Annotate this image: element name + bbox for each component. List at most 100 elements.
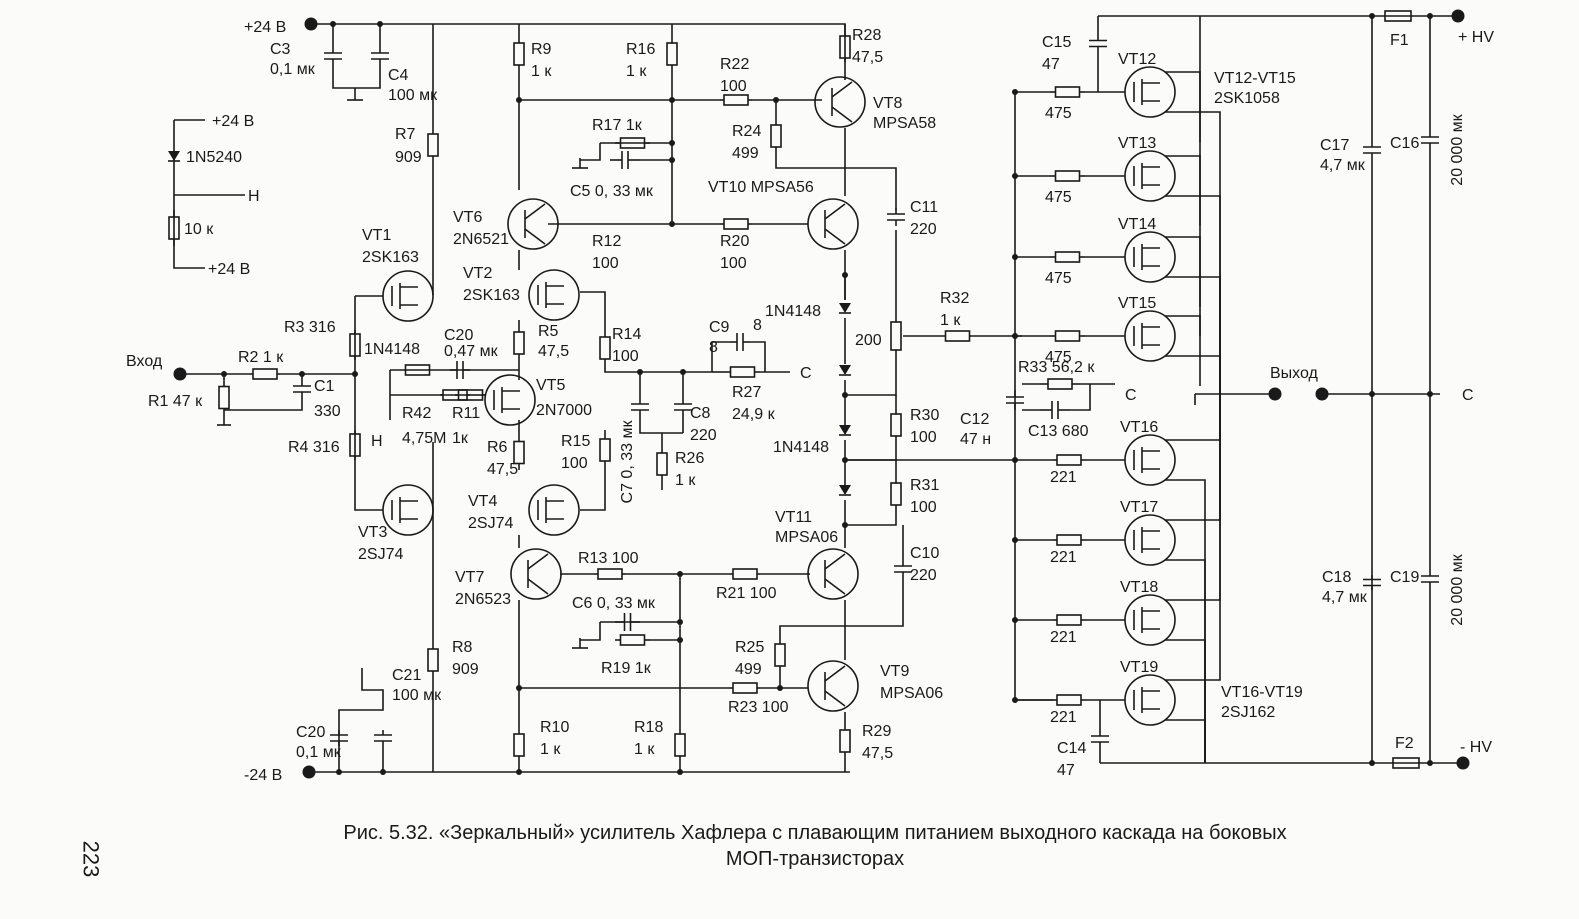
r18-label: R18 [634,719,663,736]
junction-dot [516,685,522,691]
vt11-label: VT11 [775,509,812,526]
f2-symbol [1392,757,1420,769]
f1-symbol [1384,10,1412,22]
d-1n5240-label: 1N5240 [186,149,242,166]
wire [1165,111,1221,394]
r22-label: R22 [720,56,749,73]
output-c-label: C [800,365,812,382]
transistor-emitter [524,228,546,245]
wire [580,143,601,161]
c19-label: C19 [1390,569,1419,586]
c9-label: C9 [709,319,730,336]
vt3-value: 2SJ74 [358,546,403,563]
vt16-19-value: 2SJ162 [1221,704,1275,721]
wire [1165,394,1221,601]
d-1n4148-bot-label: 1N4148 [773,439,829,456]
vt5-value: 2N7000 [536,402,592,419]
c21-value: 100 мк [392,687,442,704]
wire [580,622,601,641]
r23-symbol [732,682,758,694]
vt4-label: VT4 [468,493,497,510]
vt1-label: VT1 [362,227,391,244]
wire [845,510,897,526]
r21-symbol [732,568,758,580]
wire [1070,384,1091,411]
h-port-label: H [371,433,383,450]
r29-symbol [839,729,851,753]
gate-resistor-bottom-symbol [1056,454,1082,466]
r31-label: R31 [910,477,939,494]
output-label: Выход [1270,365,1319,382]
d-1n4148-in-label: 1N4148 [364,341,420,358]
r5-label: R5 [538,323,559,340]
r17-symbol [619,137,646,149]
r19-symbol [619,634,646,646]
c11-value: 220 [910,221,937,238]
r10-symbol [513,733,525,757]
junction-dot [1369,760,1375,766]
junction-dot [1012,254,1018,260]
vt9-symbol [807,660,859,712]
zener-bottom-label: +24 В [208,261,250,278]
junction-dot [1369,13,1375,19]
gate-resistor-bottom-symbol [1056,694,1082,706]
r10-label: R10 [540,719,569,736]
wire [1165,394,1221,521]
wire [1165,719,1206,763]
junction-dot [677,619,683,625]
wire [1165,394,1221,681]
r31-value: 100 [910,499,937,516]
r19-label: R19 1к [601,660,652,677]
r6-label: R6 [487,439,508,456]
junction-dot [1369,391,1375,397]
vt8-label: VT8 [873,95,902,112]
r14-value: 100 [612,348,639,365]
vt9-label: VT9 [880,663,909,680]
r27-value: 24,9 к [732,406,776,423]
r5-symbol [513,331,525,355]
junction-dot [516,97,522,103]
figure-caption: Рис. 5.32. «Зеркальный» усилитель Хафлер… [230,820,1400,872]
gate-resistor-top-label: 475 [1045,270,1072,287]
r-10k-label: 10 к [184,221,214,238]
junction-dot [221,371,227,377]
vt7-value: 2N6523 [455,591,511,608]
junction-dot [1427,760,1433,766]
gate-resistor-bottom-label: 221 [1050,629,1077,646]
vt2-symbol [528,269,580,321]
vt2-value: 2SK163 [463,287,520,304]
r6-value: 47,5 [487,461,518,478]
junction-dot [1427,13,1433,19]
vt17-label: VT17 [1120,499,1158,516]
r42-symbol [442,389,468,401]
vt16-19-label: VT16-VT19 [1221,684,1303,701]
pos-hv-label: + HV [1458,29,1494,46]
r42-value: 4,75M [402,430,446,447]
gate-resistor-top-symbol [1054,330,1081,342]
r18-value: 1 к [634,741,655,758]
r8-symbol [427,648,439,672]
wire [1165,559,1206,763]
vt1-value: 2SK163 [362,249,419,266]
r30-label: R30 [910,407,939,424]
r22-value: 100 [720,78,747,95]
r3-symbol [349,333,361,357]
c16-value: 20 000 мк [1449,113,1466,185]
c14-label: C14 [1057,740,1086,757]
junction-dot [1012,457,1018,463]
r33-c-label: C [1125,387,1137,404]
r16-value: 1 к [626,63,647,80]
transistor-emitter [527,578,549,595]
wire [354,296,383,511]
transistor-collector [824,665,846,682]
pot200-symbol [890,321,902,351]
junction-dot [1012,89,1018,95]
vt11-symbol [807,548,859,600]
neg-hv-label: - HV [1460,739,1492,756]
r3-label: R3 316 [284,319,336,336]
r4-symbol [349,433,361,457]
transistor-collector [831,81,853,98]
c9-value: 8 [753,317,762,334]
output-left-terminal [1268,387,1282,401]
d-1n4148-top-symbol [839,303,851,313]
